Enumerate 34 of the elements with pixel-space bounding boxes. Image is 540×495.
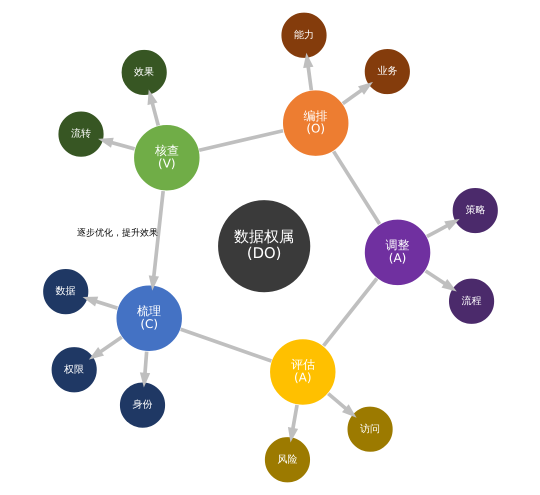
arrow — [88, 336, 122, 360]
arrow — [326, 392, 356, 418]
arrow — [424, 269, 456, 292]
connector — [322, 277, 378, 347]
node-circle: 能力 — [280, 12, 328, 59]
node-circle: 流转 — [57, 110, 104, 158]
arrow — [98, 138, 135, 151]
node-circle: 身份 — [118, 382, 166, 429]
node-circle: 编排 (O) — [282, 90, 349, 157]
node-circle: 梳理 (C) — [115, 284, 182, 352]
connector — [180, 328, 272, 363]
arrow — [139, 351, 150, 388]
node-circle: 业务 — [363, 48, 410, 96]
arrow — [426, 218, 460, 238]
node-circle: 风险 — [263, 436, 310, 484]
node-circle: 效果 — [120, 48, 168, 96]
arrow — [341, 82, 372, 106]
arrow — [82, 296, 118, 310]
arrow — [287, 404, 298, 443]
arrow — [147, 90, 160, 126]
edge-label: 逐步优化，提升效果 — [76, 227, 158, 238]
node-circle: 权限 — [50, 346, 98, 394]
node-circle: 流程 — [448, 278, 495, 325]
node-circle: 评估 (A) — [268, 338, 336, 406]
arrow — [148, 190, 164, 291]
arrow — [302, 52, 313, 90]
node-circle: 策略 — [451, 187, 498, 234]
node-circle: 调整 (A) — [363, 218, 431, 286]
node-circle: 访问 — [346, 406, 394, 453]
node-circle: 数据权属 (DO) — [216, 199, 311, 294]
connector — [198, 128, 283, 152]
node-circle: 数据 — [42, 268, 89, 316]
node-circle: 核查 (V) — [132, 124, 200, 192]
connector — [332, 150, 381, 225]
